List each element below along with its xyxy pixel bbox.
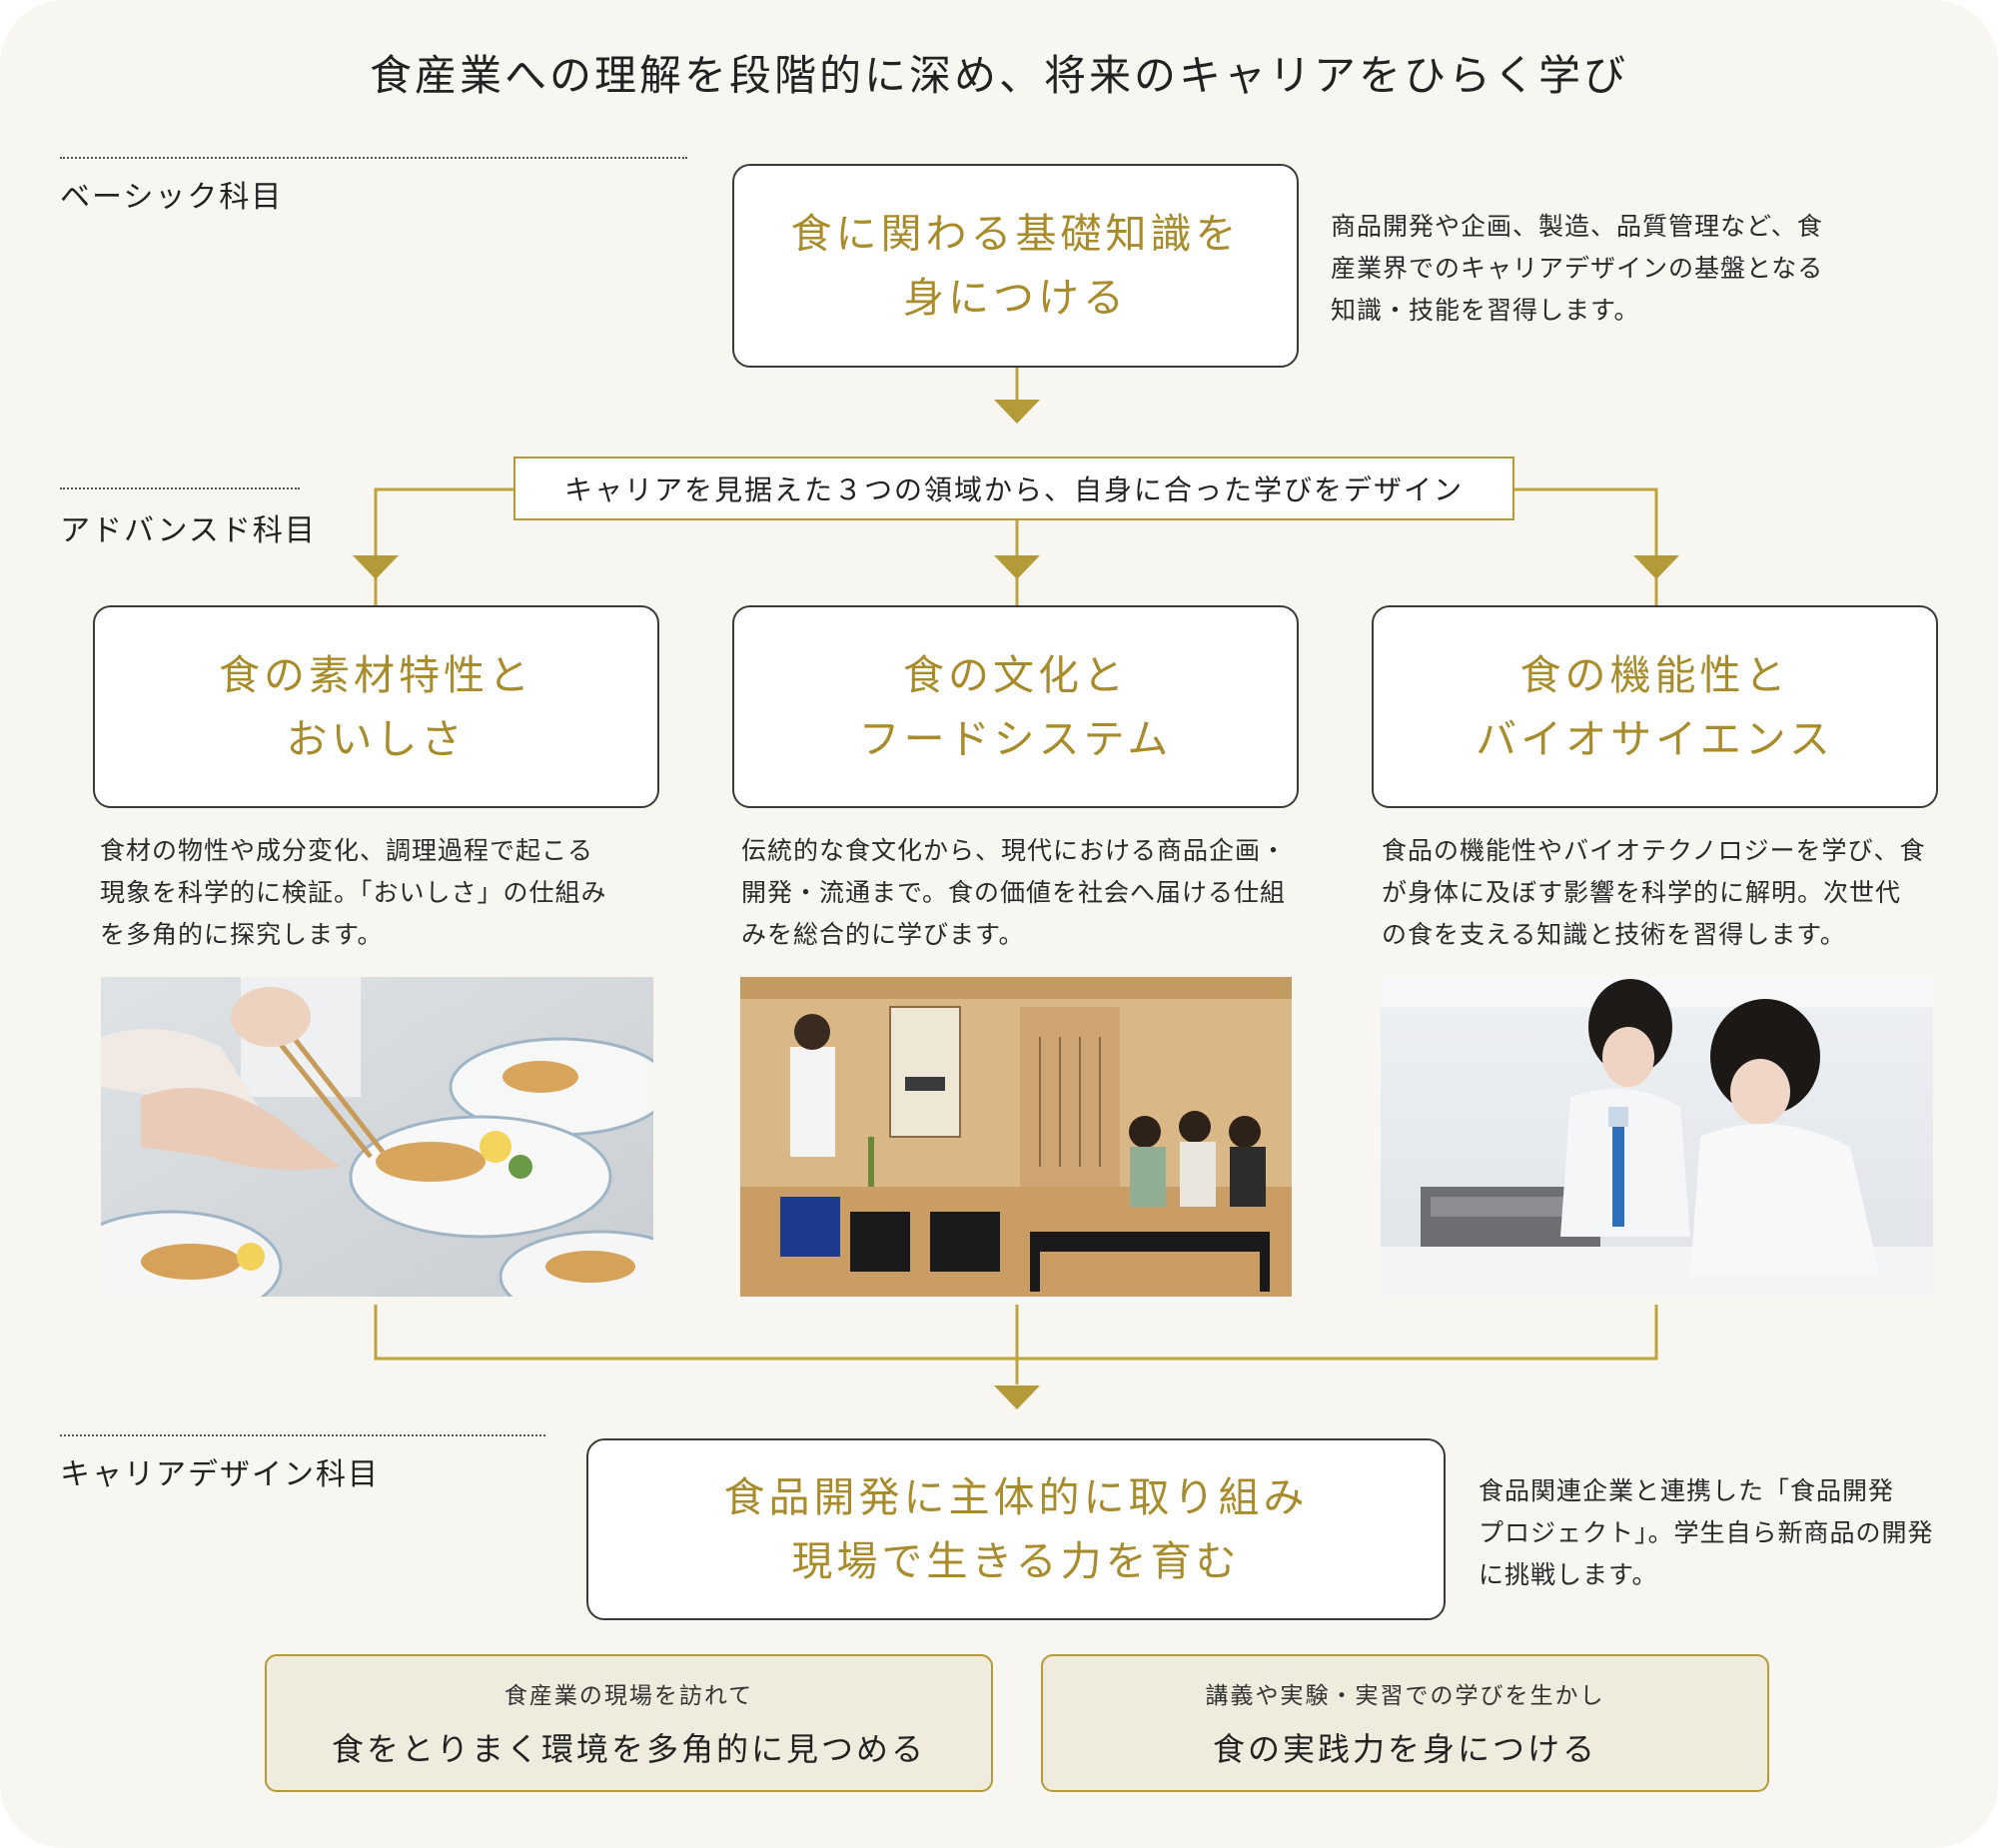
connector-left-branch xyxy=(374,487,513,555)
field-3-description-line-3: の食を支える知識と技術を習得します。 xyxy=(1382,920,1846,949)
field-1-description-line-3: を多角的に探究します。 xyxy=(100,920,384,949)
field-visit-title: 食をとりまく環境を多角的に見つめる xyxy=(331,1730,926,1768)
basic-description-line-3: 知識・技能を習得します。 xyxy=(1331,296,1640,325)
basic-description-line-2: 産業界でのキャリアデザインの基盤となる xyxy=(1331,254,1824,283)
basic-heading-line-2: 身につける xyxy=(903,274,1128,322)
career-heading-line-2: 現場で生きる力を育む xyxy=(791,1537,1241,1585)
field-2-heading-line-2: フードシステム xyxy=(858,714,1173,763)
career-description: 食品関連企業と連携した「食品開発 プロジェクト」。学生自ら新商品の開発 に挑戦し… xyxy=(1479,1470,1938,1596)
career-description-line-3: に挑戦します。 xyxy=(1479,1560,1658,1589)
tatami-room-photo xyxy=(740,977,1292,1297)
basic-heading-line-1: 食に関わる基礎知識を xyxy=(790,210,1241,258)
career-heading-box: 食品開発に主体的に取り組み 現場で生きる力を育む xyxy=(586,1438,1446,1620)
field-3-heading-box: 食の機能性と バイオサイエンス xyxy=(1372,605,1938,808)
arrow-to-field-3 xyxy=(1633,555,1679,579)
field-visit-box: 食産業の現場を訪れて 食をとりまく環境を多角的に見つめる xyxy=(265,1654,993,1792)
field-3-heading-line-1: 食の機能性と xyxy=(1519,650,1790,699)
field-2-heading-line-1: 食の文化と xyxy=(903,650,1128,699)
career-heading-line-1: 食品開発に主体的に取り組み xyxy=(723,1473,1309,1521)
basic-description-line-1: 商品開発や企画、製造、品質管理など、食 xyxy=(1331,212,1823,241)
field-2-description: 伝統的な食文化から、現代における商品企画・ 開発・流通まで。食の価値を社会へ届け… xyxy=(741,830,1341,956)
field-1-description: 食材の物性や成分変化、調理過程で起こる 現象を科学的に検証。「おいしさ」の仕組み… xyxy=(100,830,679,956)
page-title: 食産業への理解を段階的に深め、将来のキャリアをひらく学び xyxy=(369,51,1628,100)
field-1-description-line-1: 食材の物性や成分変化、調理過程で起こる xyxy=(100,836,594,865)
field-visit-subtitle: 食産業の現場を訪れて xyxy=(503,1683,754,1709)
field-1-description-line-2: 現象を科学的に検証。「おいしさ」の仕組み xyxy=(100,878,607,907)
divider-advanced xyxy=(60,487,300,489)
cooking-photo xyxy=(101,977,653,1297)
basic-heading-box: 食に関わる基礎知識を 身につける xyxy=(732,164,1299,368)
field-1-heading-box: 食の素材特性と おいしさ xyxy=(93,605,659,808)
arrow-to-banner xyxy=(994,400,1040,424)
field-2-heading-box: 食の文化と フードシステム xyxy=(732,605,1299,808)
divider-basic xyxy=(60,157,687,159)
field-1-heading-line-1: 食の素材特性と xyxy=(219,650,533,699)
field-3-heading-line-2: バイオサイエンス xyxy=(1476,714,1834,763)
career-description-line-1: 食品関連企業と連携した「食品開発 xyxy=(1479,1476,1895,1505)
section-label-basic: ベーシック科目 xyxy=(60,180,284,215)
section-label-career: キャリアデザイン科目 xyxy=(60,1457,380,1492)
field-3-description-line-2: が身体に及ぼす影響を科学的に解明。次世代 xyxy=(1382,878,1902,907)
career-description-line-2: プロジェクト」。学生自ら新商品の開発 xyxy=(1479,1518,1934,1547)
section-label-advanced: アドバンスド科目 xyxy=(60,513,317,548)
field-3-description: 食品の機能性やバイオテクノロジーを学び、食 が身体に及ぼす影響を科学的に解明。次… xyxy=(1382,830,1981,956)
laboratory-photo xyxy=(1381,977,1933,1297)
field-2-description-line-2: 開発・流通まで。食の価値を社会へ届ける仕組 xyxy=(741,878,1287,907)
divider-career xyxy=(60,1434,545,1436)
field-3-description-line-1: 食品の機能性やバイオテクノロジーを学び、食 xyxy=(1382,836,1926,865)
field-2-description-line-1: 伝統的な食文化から、現代における商品企画・ xyxy=(741,836,1288,865)
practical-skills-title: 食の実践力を身につける xyxy=(1212,1730,1597,1768)
practical-skills-box: 講義や実験・実習での学びを生かし 食の実践力を身につける xyxy=(1041,1654,1769,1792)
advanced-banner: キャリアを見据えた３つの領域から、自身に合った学びをデザイン xyxy=(513,457,1514,520)
arrow-to-field-2 xyxy=(994,555,1040,579)
arrow-to-field-1 xyxy=(353,555,399,579)
field-1-heading-line-2: おいしさ xyxy=(286,714,467,763)
connector-right-branch xyxy=(1514,487,1658,555)
arrow-to-career xyxy=(994,1386,1040,1409)
practical-skills-subtitle: 講義や実験・実習での学びを生かし xyxy=(1205,1683,1605,1709)
basic-description: 商品開発や企画、製造、品質管理など、食 産業界でのキャリアデザインの基盤となる … xyxy=(1331,206,1890,332)
field-2-description-line-3: みを総合的に学びます。 xyxy=(741,920,1025,949)
